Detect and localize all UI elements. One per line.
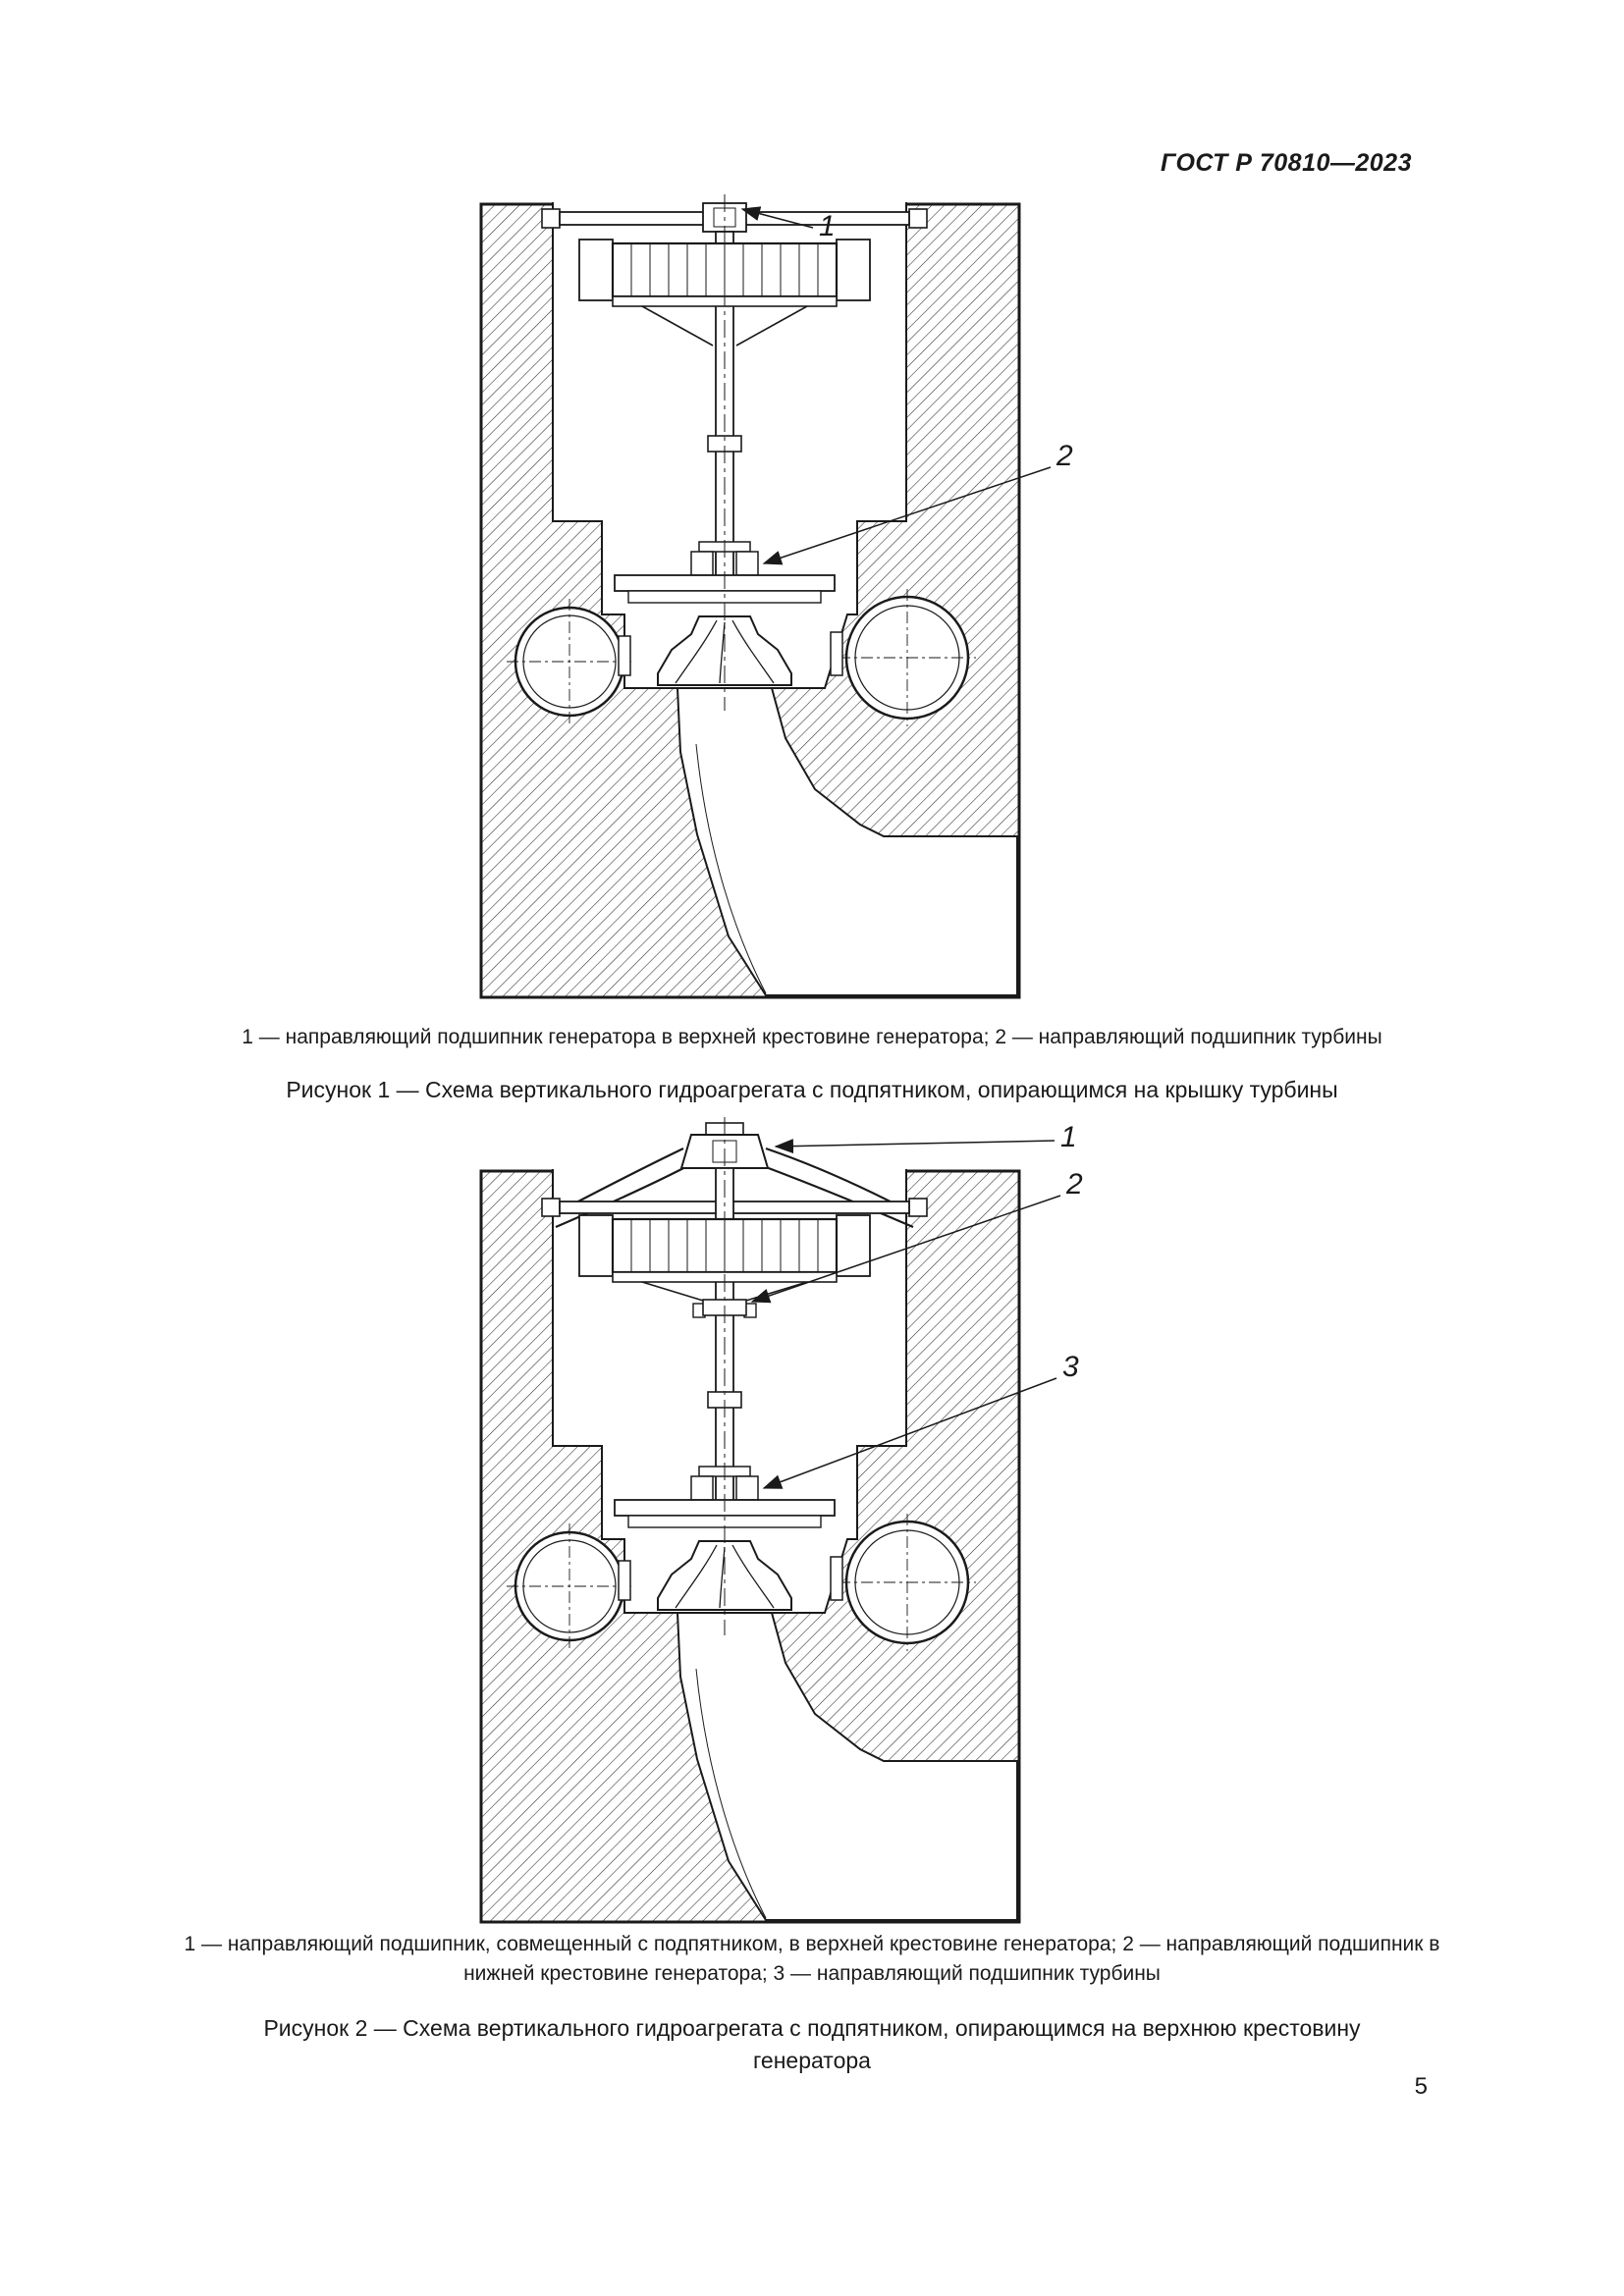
hydro-unit-scheme-1: 1 2 (479, 194, 1073, 999)
callout-1-label: 1 (819, 210, 836, 242)
draft-tube (676, 1612, 1018, 1921)
figure2-callouts: 1 2 3 (750, 1121, 1083, 1489)
callout-3-leader (762, 1377, 1057, 1489)
figure-1-caption: Рисунок 1 — Схема вертикального гидроагр… (286, 1077, 1338, 1102)
callout-1-leader (740, 206, 814, 229)
callout-3-label: 3 (1062, 1351, 1079, 1383)
spiral-case-left-section (507, 1523, 632, 1649)
turbine-runner (657, 1540, 792, 1611)
hydro-unit-scheme-2: 1 2 3 (479, 1117, 1083, 1924)
figure-2-legend: 1 — направляющий подшипник, совмещенный … (184, 1933, 1440, 1986)
document-header: ГОСТ Р 70810—2023 (1160, 149, 1412, 177)
figure-1-legend: 1 — направляющий подшипник генератора в … (242, 1026, 1382, 1048)
callout-1-label: 1 (1060, 1121, 1077, 1153)
draft-tube (676, 687, 1018, 996)
upper-bracket-dome (541, 1147, 928, 1229)
callout-2-label: 2 (1056, 440, 1073, 472)
callout-2-leader (750, 1195, 1061, 1304)
draft-tube-inner-wall (695, 743, 767, 994)
stay-ring (618, 631, 843, 676)
figure1-callouts: 1 2 (740, 206, 1073, 565)
callout-2-leader (762, 466, 1052, 565)
callout-2-label: 2 (1065, 1168, 1083, 1201)
spiral-case-right-section (839, 1514, 976, 1651)
figure-2-drawing: 1 2 3 (469, 1117, 1137, 1937)
stay-ring (618, 1556, 843, 1601)
page-number: 5 (1414, 2073, 1428, 2100)
turbine-head-cover (614, 574, 836, 604)
callout-1-leader (774, 1139, 1056, 1154)
figure-2-caption: Рисунок 2 — Схема вертикального гидроагр… (263, 2015, 1361, 2074)
figure-1-drawing: 1 2 (469, 192, 1137, 1012)
draft-tube-inner-wall (695, 1668, 767, 1919)
spiral-case-right-section (839, 589, 976, 726)
